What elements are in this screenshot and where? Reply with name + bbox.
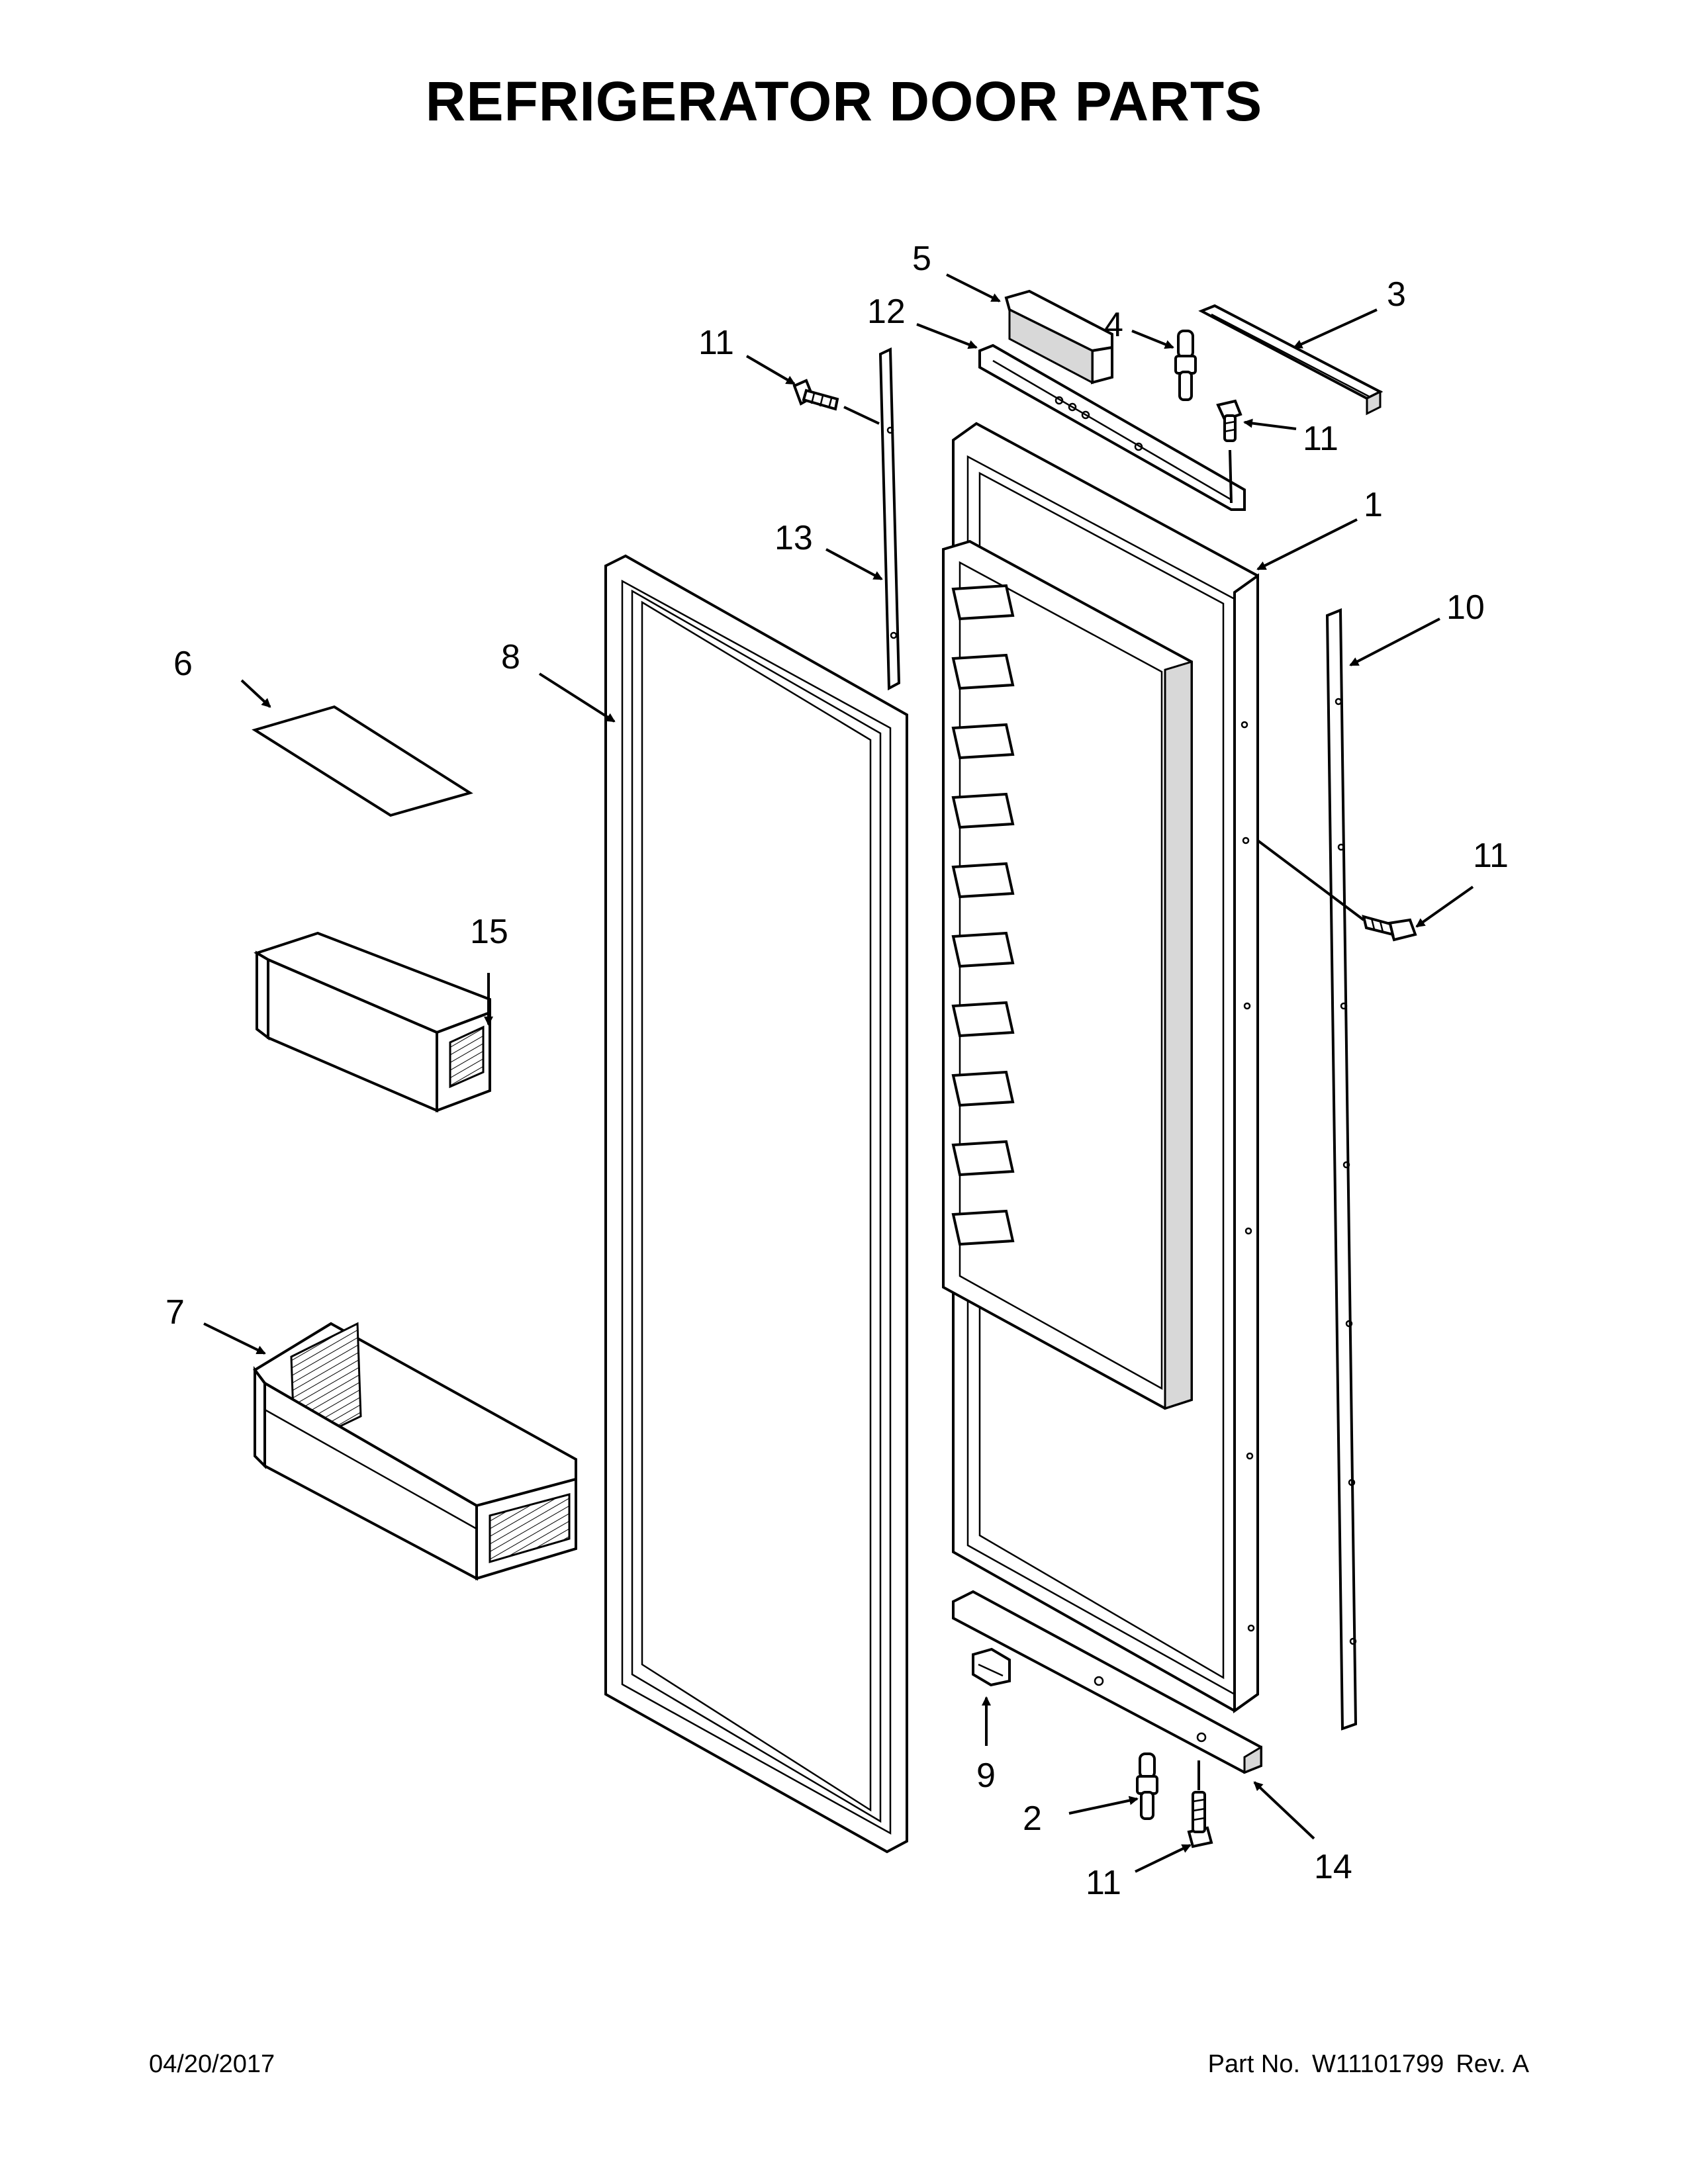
callout-1: 1: [1364, 486, 1383, 524]
revision-value: A: [1512, 2050, 1529, 2078]
shelf-retainers: [951, 584, 1015, 1246]
part-2-hinge-pin-bottom: [1136, 1752, 1158, 1820]
part-12-hinge-plate: [978, 343, 1246, 511]
part-number-value: W11101799: [1312, 2050, 1444, 2078]
callout-4: 4: [1104, 306, 1123, 344]
part-15-small-door-bin: [254, 931, 491, 1113]
callout-6: 6: [173, 645, 193, 683]
callout-11-right: 11: [1473, 837, 1509, 875]
part-13-trim-strip: [878, 347, 901, 691]
callout-9: 9: [976, 1756, 996, 1795]
callout-12: 12: [867, 293, 906, 331]
callout-11-bottom: 11: [1086, 1864, 1121, 1902]
part-14-bottom-hinge: [952, 1590, 1262, 1774]
callout-10: 10: [1446, 588, 1485, 627]
callout-3: 3: [1387, 275, 1406, 314]
callout-14: 14: [1314, 1848, 1352, 1886]
part-number-label: Part No.: [1207, 2050, 1301, 2078]
part-8-door-gasket: [604, 554, 908, 1854]
callout-8: 8: [501, 638, 520, 676]
leader-arrows: [203, 273, 1474, 1873]
callout-13: 13: [774, 519, 813, 557]
part-11-screw-top-left: [792, 379, 839, 411]
footer-date: 04/20/2017: [149, 2050, 275, 2078]
callout-5: 5: [912, 240, 931, 278]
callout-2: 2: [1023, 1799, 1042, 1838]
part-3-hinge-cover: [1198, 304, 1383, 416]
callout-11-top-right: 11: [1303, 420, 1338, 458]
callout-labels: 5 3 12 4 11 11 1 13 10 6 8 11 15 7 9 2 1…: [165, 240, 1509, 1902]
part-1-door-liner: [942, 422, 1259, 1713]
part-6-label: [252, 705, 473, 817]
part-10-trim-strip: [1325, 608, 1358, 1731]
revision-label: Rev.: [1456, 2050, 1506, 2078]
part-5-hinge-bracket: [1004, 289, 1113, 385]
part-11-screw-right: [1362, 915, 1417, 942]
part-7-large-door-bin: [253, 1322, 577, 1581]
callout-11-top-left: 11: [698, 324, 734, 362]
part-11-screw-bottom: [1187, 1791, 1213, 1848]
part-9-stop-bracket: [972, 1647, 1011, 1687]
part-4-hinge-pin-top: [1174, 330, 1197, 401]
footer-part-number: Part No. W11101799 Rev.A: [1196, 2050, 1529, 2079]
part-11-screw-top-right: [1216, 399, 1243, 442]
alignment-lines: [843, 406, 1365, 1790]
callout-15: 15: [470, 913, 508, 951]
page-title: REFRIGERATOR DOOR PARTS: [425, 70, 1263, 132]
callout-7: 7: [165, 1293, 185, 1332]
